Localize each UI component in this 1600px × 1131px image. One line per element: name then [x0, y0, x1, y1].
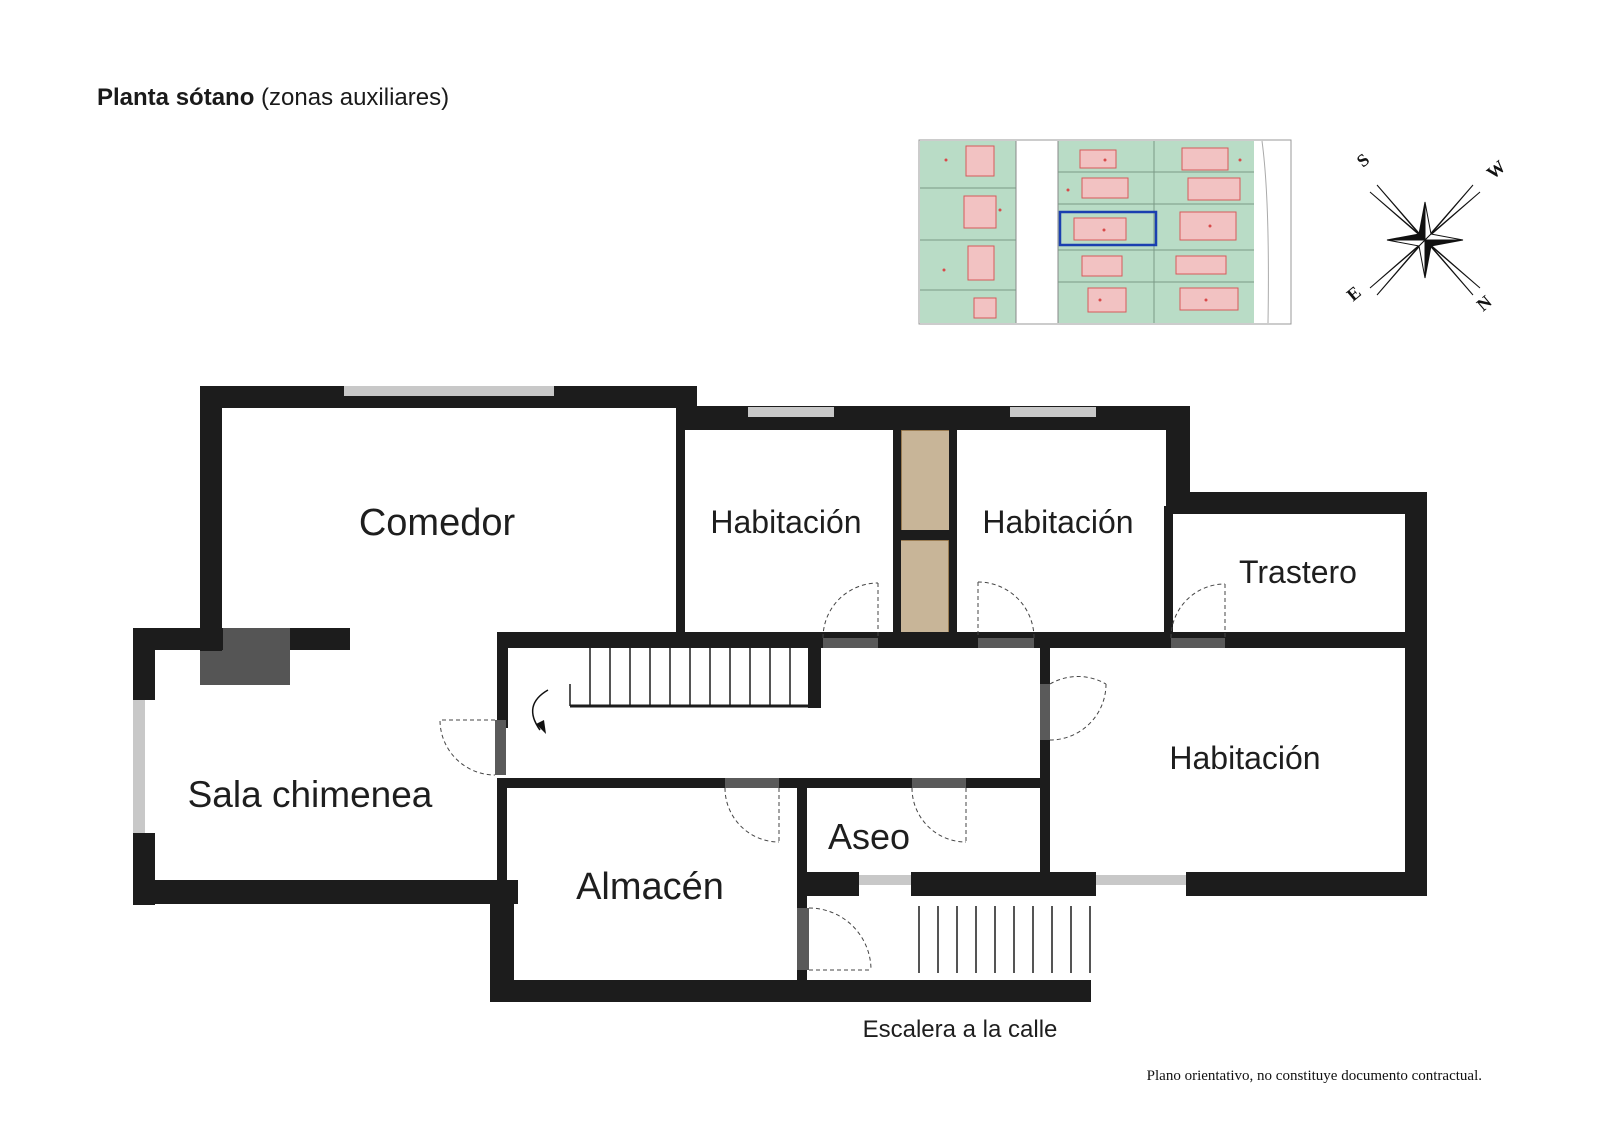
page-title: Planta sótano (zonas auxiliares)	[97, 84, 449, 112]
room-label-almacen: Almacén	[576, 866, 724, 908]
interior-stairs	[569, 648, 816, 708]
room-label-habitacion-3: Habitación	[1169, 740, 1320, 776]
windows	[133, 386, 1186, 885]
room-label-comedor: Comedor	[359, 502, 516, 544]
compass-label-n: N	[1473, 291, 1496, 315]
door-swings	[439, 581, 1226, 971]
compass-rose: S W E N	[1343, 149, 1510, 315]
room-label-habitacion-2: Habitación	[982, 504, 1133, 540]
location-map	[918, 139, 1292, 325]
disclaimer-text: Plano orientativo, no constituye documen…	[1146, 1068, 1482, 1084]
room-label-trastero: Trastero	[1239, 554, 1357, 590]
door-frames	[495, 638, 1225, 970]
street-stairs	[918, 906, 1091, 973]
stairs-direction-arrow	[531, 689, 549, 734]
title-bold: Planta sótano	[97, 84, 255, 111]
compass-label-e: E	[1343, 282, 1365, 305]
compass-label-s: S	[1353, 149, 1374, 171]
room-label-sala-chimenea: Sala chimenea	[188, 774, 433, 815]
title-subtitle: (zonas auxiliares)	[261, 84, 450, 111]
street-stairs-label: Escalera a la calle	[863, 1016, 1058, 1043]
room-label-habitacion-1: Habitación	[710, 504, 861, 540]
room-label-aseo: Aseo	[828, 816, 910, 857]
compass-label-w: W	[1483, 156, 1510, 183]
walls	[133, 386, 1427, 1002]
